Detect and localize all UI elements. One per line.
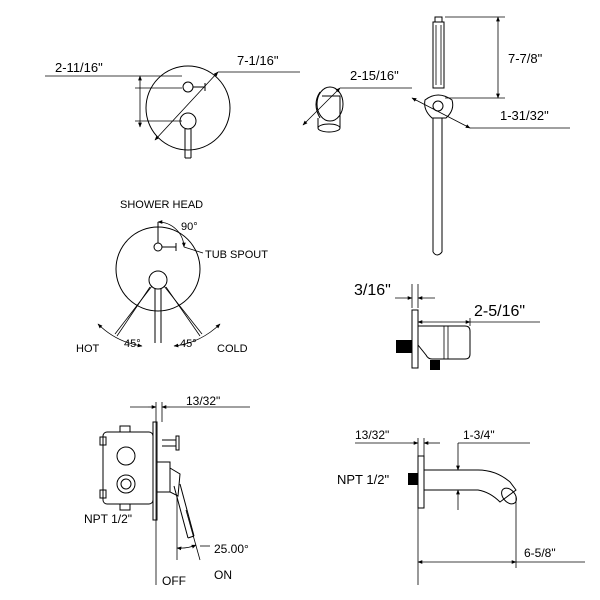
dim-hand-shower-holder: 1-31/32" (500, 108, 549, 123)
label-shower-head: SHOWER HEAD (120, 199, 203, 211)
spout-body (423, 469, 517, 503)
dim-outlet-length: 2-5/16" (474, 303, 525, 320)
label-npt-spout: NPT 1/2" (337, 472, 389, 487)
dim-spout-height: 1-3/4" (463, 428, 495, 442)
label-cold: COLD (217, 343, 248, 355)
valve-operation-diagram: SHOWER HEAD 90° TUB SPOUT HOT 45° 45° CO… (76, 199, 268, 355)
tub-spout-side: 13/32" NPT 1/2" 1-3/4" 6-5/8" (337, 428, 585, 585)
label-angle-hot: 45° (124, 338, 141, 350)
dim-valve-plate-diameter: 7-1/16" (237, 53, 279, 68)
label-npt-valve: NPT 1/2" (84, 512, 132, 526)
elbow-flange (316, 86, 344, 122)
label-angle-90: 90° (181, 221, 198, 233)
label-angle-cold: 45° (180, 338, 197, 350)
dim-wall-elbow: 2-15/16" (350, 68, 399, 83)
valve-trim-plate: 2-11/16" 7-1/16" (45, 53, 300, 159)
valve-port-bottom (116, 474, 136, 494)
dim-valve-depth: 13/32" (186, 394, 220, 408)
trim-plate-circle (145, 65, 231, 151)
operation-handle-hub (148, 270, 168, 290)
hand-shower: 7-7/8" 1-31/32" (411, 16, 570, 256)
label-hot: HOT (76, 343, 100, 355)
spout-plate (417, 455, 425, 509)
dim-spout-reach: 6-5/8" (524, 546, 556, 560)
wall-outlet: 3/16" 2-5/16" (354, 282, 540, 370)
outlet-plate (411, 309, 419, 369)
dim-handle-angle: 25.00° (214, 542, 249, 556)
spout-pipe-stub (408, 473, 418, 485)
label-off: OFF (162, 574, 186, 588)
dim-valve-plate-offset: 2-11/16" (55, 60, 103, 75)
wall-elbow: 2-15/16" (302, 68, 412, 133)
dim-spout-depth: 13/32" (355, 428, 389, 442)
dim-hand-shower-length: 7-7/8" (508, 51, 543, 66)
diverter-knob (182, 81, 194, 93)
outlet-hose-connector (430, 360, 440, 370)
hand-shower-head (432, 21, 445, 89)
outlet-body (417, 325, 471, 360)
label-on: ON (214, 568, 232, 582)
outlet-pipe-stub (396, 340, 412, 353)
handle-hub (179, 112, 197, 130)
label-tub-spout: TUB SPOUT (205, 249, 268, 261)
valve-body-side: 13/32" 25.00° ON OFF NPT 1/2" (84, 394, 250, 588)
valve-port-top (116, 446, 136, 466)
dim-outlet-depth: 3/16" (354, 282, 391, 299)
